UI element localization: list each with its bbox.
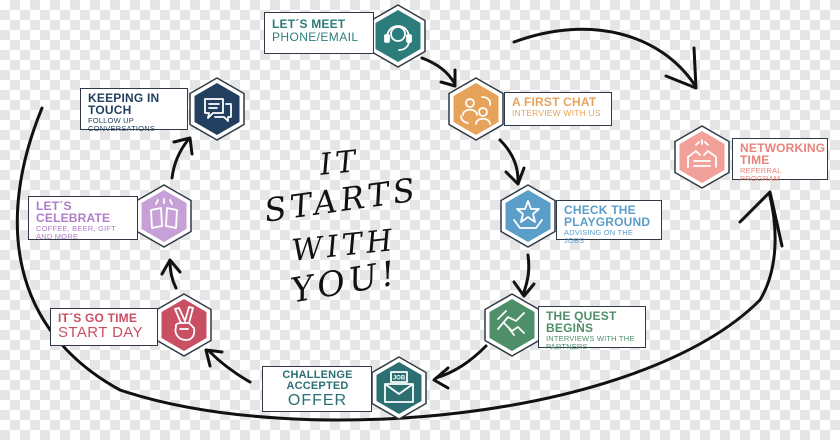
node-keeping-touch (189, 77, 245, 141)
arrow-meet-to-chat-head (439, 68, 457, 88)
people-chat-icon (460, 96, 492, 125)
arrow-challenge-to-gotime-head (204, 348, 224, 368)
headset-icon (384, 25, 412, 51)
quest-begins-title: THE QUEST BEGINS (546, 309, 617, 335)
networking-title: NETWORKING TIME (740, 141, 826, 167)
node-challenge-accepted: JOB (371, 356, 427, 420)
arrow-quest-to-challenge-head (432, 366, 450, 390)
celebrate-subtitle: COFFEE, BEER, GIFT AND MORE (36, 224, 116, 241)
first-chat-title: A FIRST CHAT (512, 95, 597, 109)
label-first-chat: A FIRST CHAT INTERVIEW WITH US (504, 92, 612, 126)
arrow-gotime-to-celebrate-head (160, 258, 182, 276)
node-first-chat (448, 77, 504, 141)
node-quest-begins (484, 293, 540, 357)
node-networking (674, 125, 730, 189)
check-playground-subtitle: ADVISING ON THE JOBS (564, 228, 634, 245)
arrow-loop-to-networking-head (738, 190, 784, 248)
label-celebrate: LET´S CELEBRATE COFFEE, BEER, GIFT AND M… (28, 196, 138, 240)
node-check-playground (500, 184, 556, 248)
cheers-icon (150, 198, 178, 229)
arrow-quest-to-challenge (434, 344, 488, 380)
go-time-subtitle: START DAY (58, 324, 144, 341)
celebrate-title: LET´S CELEBRATE (36, 199, 111, 225)
label-keeping-touch: KEEPING IN TOUCH FOLLOW UP CONVERSATIONS (80, 88, 188, 133)
label-go-time: IT´S GO TIME START DAY (50, 308, 158, 346)
quest-begins-subtitle: INTERVIEWS WITH THE PARTNERS (546, 334, 635, 351)
keeping-touch-subtitle: FOLLOW UP CONVERSATIONS (88, 116, 156, 133)
network-hands-icon (687, 139, 717, 168)
arrow-top-to-networking-head (664, 46, 698, 90)
node-celebrate (136, 184, 192, 248)
check-playground-title: CHECK THE PLAYGROUND (564, 203, 651, 229)
arrow-playground-to-quest (522, 253, 531, 294)
arrow-loop-to-networking (15, 106, 777, 422)
arrow-top-to-networking (512, 27, 696, 86)
lets-meet-subtitle: PHONE/EMAIL (272, 30, 359, 44)
star-hands-icon (513, 200, 543, 229)
arrow-challenge-to-gotime (208, 350, 252, 384)
arrow-chat-to-playground (498, 138, 520, 182)
node-go-time (156, 293, 212, 357)
node-lets-meet (370, 4, 426, 68)
arrow-gotime-to-celebrate (168, 260, 178, 290)
job-envelope-icon (384, 371, 414, 403)
chat-bubbles-icon (204, 98, 232, 122)
label-challenge-accepted: CHALLENGE ACCEPTED OFFER (262, 366, 372, 412)
first-chat-subtitle: INTERVIEW WITH US (512, 108, 601, 118)
label-quest-begins: THE QUEST BEGINS INTERVIEWS WITH THE PAR… (538, 306, 646, 351)
arrow-playground-to-quest-head (512, 280, 536, 298)
label-networking: NETWORKING TIME REFERRAL PROGRAM (732, 138, 828, 183)
lets-meet-title: LET´S MEET (272, 17, 346, 31)
arrow-meet-to-chat (420, 56, 457, 86)
arrow-celebrate-to-touch (170, 138, 190, 180)
label-lets-meet: LET´S MEET PHONE/EMAIL (264, 12, 374, 54)
svg-text:JOB: JOB (393, 376, 406, 382)
challenge-subtitle: OFFER (287, 392, 348, 409)
keeping-touch-title: KEEPING IN TOUCH (88, 91, 160, 117)
go-time-title: IT´S GO TIME (58, 311, 138, 325)
victory-hand-icon (174, 306, 196, 341)
networking-subtitle: REFERRAL PROGRAM (740, 166, 782, 183)
label-check-playground: CHECK THE PLAYGROUND ADVISING ON THE JOB… (556, 200, 662, 244)
challenge-title: CHALLENGE ACCEPTED (282, 369, 353, 392)
arrow-celebrate-to-touch-head (172, 136, 194, 156)
arrow-chat-to-playground-head (504, 166, 526, 186)
handshake-icon (497, 310, 525, 336)
center-text-line-1: IT (318, 143, 362, 183)
